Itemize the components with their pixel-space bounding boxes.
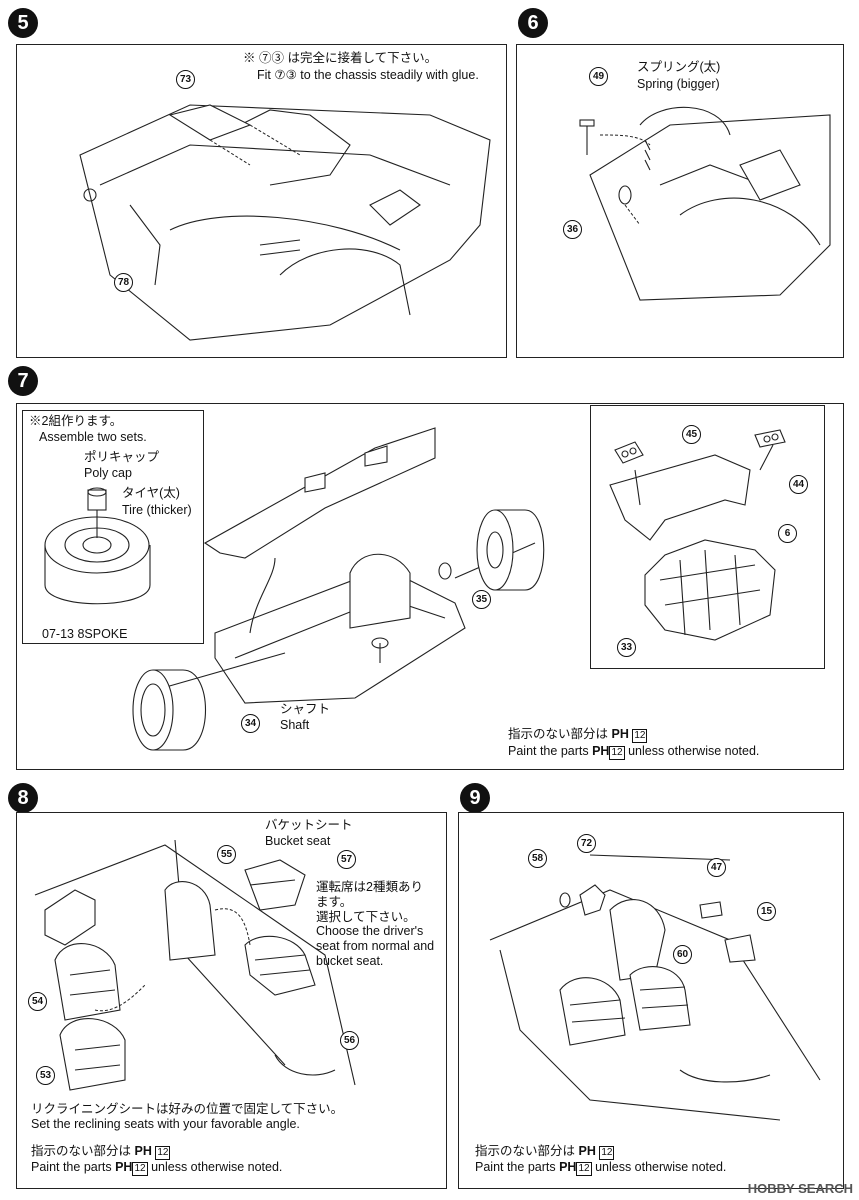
step-9-number: 9: [460, 783, 490, 813]
part-72-label: 72: [577, 834, 596, 853]
step-6-spring-en: Spring (bigger): [637, 77, 720, 91]
step-7-number: 7: [8, 366, 38, 396]
step-6-spring-jp: スプリング(太): [637, 60, 721, 74]
part-56-label: 56: [340, 1031, 359, 1050]
part-44-label: 44: [789, 475, 808, 494]
part-60-label: 60: [673, 945, 692, 964]
step-7-shaft-jp: シャフト: [280, 702, 331, 716]
step-9-paint-code-en: 12: [576, 1162, 592, 1176]
step-5-note-jp: ※ ⑦③ は完全に接着して下さい。: [243, 51, 438, 65]
step-8-driver-en-1: Choose the driver's: [316, 924, 424, 938]
step-7-wheel-code: 07-13 8SPOKE: [42, 627, 128, 641]
part-58-label: 58: [528, 849, 547, 868]
step-7-rear-wheel-left: [132, 669, 207, 751]
step-7-chassis-illustration: [144, 427, 536, 704]
step-8-paint-jp-prefix: 指示のない部分は: [31, 1144, 132, 1158]
part-47-label: 47: [707, 858, 726, 877]
step-8-driver-en-2: seat from normal and: [316, 939, 435, 953]
step-8-number: 8: [8, 783, 38, 813]
step-5-chassis-illustration: [79, 104, 491, 341]
part-57-label: 57: [337, 850, 356, 869]
step-8-bucket-jp: バケットシート: [265, 818, 353, 832]
step-7-paint-code: 12: [632, 729, 648, 743]
step-9-paint-brand-en: PH: [559, 1160, 577, 1174]
step-9-paint-en-suffix: unless otherwise noted.: [595, 1160, 727, 1174]
step-9-paint-brand: PH: [578, 1144, 596, 1158]
hobby-search-watermark: HOBBY SEARCH: [747, 1181, 853, 1196]
step-7-polycap-jp: ポリキャップ: [84, 450, 160, 464]
step-5-number: 5: [8, 8, 38, 38]
step-7-paint-jp-prefix: 指示のない部分は: [508, 727, 609, 741]
step-7-paint-code-en: 12: [609, 746, 625, 760]
step-8-driver-jp-2: ます。: [316, 895, 353, 909]
step-9-paint-jp: 指示のない部分は PH 12: [475, 1144, 615, 1160]
step-7-assemble-jp: ※2組作ります。: [29, 414, 123, 428]
step-8-paint-brand: PH: [134, 1144, 152, 1158]
step-8-paint-en-suffix: unless otherwise noted.: [151, 1160, 283, 1174]
step-8-recline-jp: リクライニングシートは好みの位置で固定して下さい。: [31, 1102, 344, 1116]
step-8-paint-jp: 指示のない部分は PH 12: [31, 1144, 171, 1160]
part-45-label: 45: [682, 425, 701, 444]
part-53-label: 53: [36, 1066, 55, 1085]
step-7-paint-brand: PH: [611, 727, 629, 741]
step-8-bucket-en: Bucket seat: [265, 834, 331, 848]
part-49-label: 49: [589, 67, 608, 86]
step-7-rear-wheel-right: [476, 509, 545, 591]
part-33-label: 33: [617, 638, 636, 657]
step-7-paint-brand-en: PH: [592, 744, 610, 758]
step-7-tire-illustration: [44, 487, 151, 605]
part-6-label: 6: [778, 524, 797, 543]
step-8-paint-brand-en: PH: [115, 1160, 133, 1174]
step-9-paint-en-prefix: Paint the parts: [475, 1160, 556, 1174]
part-55-label: 55: [217, 845, 236, 864]
step-7-tire-jp: タイヤ(太): [122, 486, 180, 500]
part-35-label: 35: [472, 590, 491, 609]
step-8-interior-illustration: [34, 839, 356, 1091]
part-78-label: 78: [114, 273, 133, 292]
step-5-note-en: Fit ⑦③ to the chassis steadily with glue…: [257, 68, 479, 82]
part-15-label: 15: [757, 902, 776, 921]
step-6-chassis-illustration: [579, 106, 831, 301]
step-7-paint-en-suffix: unless otherwise noted.: [628, 744, 760, 758]
step-9-paint-jp-prefix: 指示のない部分は: [475, 1144, 576, 1158]
step-7-polycap-en: Poly cap: [84, 466, 132, 480]
step-8-driver-en-3: bucket seat.: [316, 954, 384, 968]
step-8-paint-en-prefix: Paint the parts: [31, 1160, 112, 1174]
step-7-shaft-en: Shaft: [280, 718, 310, 732]
step-8-paint-code-en: 12: [132, 1162, 148, 1176]
part-73-label: 73: [176, 70, 195, 89]
step-6-number: 6: [518, 8, 548, 38]
step-9-paint-code: 12: [599, 1146, 615, 1160]
step-7-paint-en-prefix: Paint the parts: [508, 744, 589, 758]
step-8-driver-jp-3: 選択して下さい。: [316, 910, 416, 924]
step-7-tire-en: Tire (thicker): [122, 503, 192, 517]
step-7-paint-jp: 指示のない部分は PH 12: [508, 727, 648, 743]
step-7-assemble-en: Assemble two sets.: [39, 430, 147, 444]
step-8-driver-jp-1: 運転席は2種類あり: [316, 880, 423, 894]
step-7-seat-illustration: [609, 429, 786, 641]
step-8-recline-en: Set the reclining seats with your favora…: [31, 1117, 300, 1131]
part-34-label: 34: [241, 714, 260, 733]
part-54-label: 54: [28, 992, 47, 1011]
part-36-label: 36: [563, 220, 582, 239]
step-8-paint-code: 12: [155, 1146, 171, 1160]
step-9-interior-illustration: [489, 854, 821, 1121]
